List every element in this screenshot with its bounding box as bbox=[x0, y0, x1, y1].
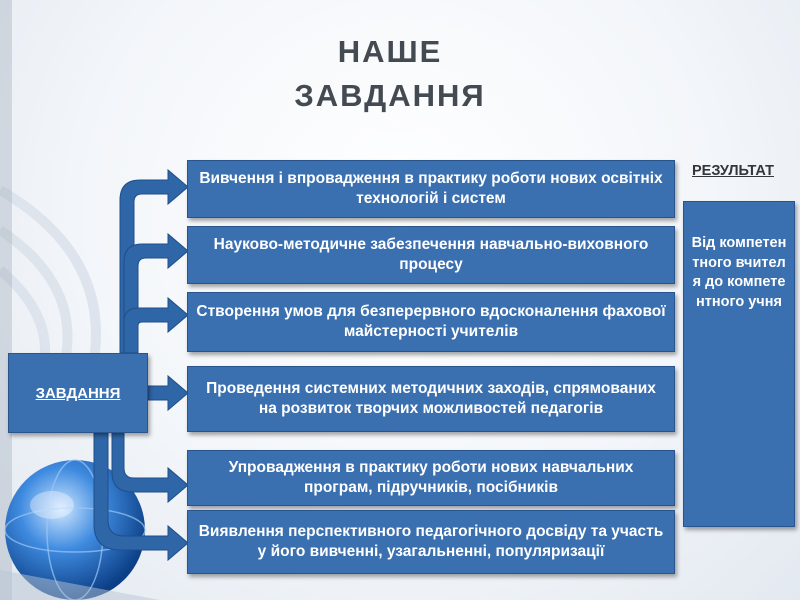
arrow-to-task-4 bbox=[147, 374, 189, 412]
task-box-6: Виявлення перспективного педагогічного д… bbox=[187, 510, 675, 574]
task-box-5: Упровадження в практику роботи нових нав… bbox=[187, 450, 675, 506]
task-box-4: Проведення системних методичних заходів,… bbox=[187, 366, 675, 432]
result-text: Від компетентного вчителя до компетентно… bbox=[691, 235, 787, 310]
arrow-to-task-6 bbox=[93, 432, 189, 562]
task-text-3: Створення умов для безперервного вдоскон… bbox=[196, 303, 666, 340]
task-text-2: Науково-методичне забезпечення навчально… bbox=[213, 236, 649, 273]
task-box-2: Науково-методичне забезпечення навчально… bbox=[187, 226, 675, 284]
arrow-to-task-5 bbox=[111, 432, 189, 504]
task-text-6: Виявлення перспективного педагогічного д… bbox=[198, 523, 664, 560]
main-tasks-box: ЗАВДАННЯ bbox=[8, 353, 148, 433]
task-text-1: Вивчення і впровадження в практику робот… bbox=[199, 170, 663, 207]
title-line-1: НАШЕ bbox=[337, 34, 443, 69]
title-line-2: ЗАВДАННЯ bbox=[294, 78, 486, 113]
arrow-to-task-3 bbox=[123, 296, 189, 354]
page-title: НАШЕ ЗАВДАННЯ bbox=[240, 30, 540, 118]
globe-icon bbox=[4, 459, 146, 600]
task-text-5: Упровадження в практику роботи нових нав… bbox=[228, 459, 634, 496]
result-box: Від компетентного вчителя до компетентно… bbox=[683, 201, 795, 527]
task-text-4: Проведення системних методичних заходів,… bbox=[206, 380, 656, 417]
task-box-1: Вивчення і впровадження в практику робот… bbox=[187, 160, 675, 218]
task-box-3: Створення умов для безперервного вдоскон… bbox=[187, 292, 675, 352]
arrow-to-task-2 bbox=[123, 232, 189, 354]
result-label: РЕЗУЛЬТАТ bbox=[692, 163, 775, 179]
main-tasks-label: ЗАВДАННЯ bbox=[35, 384, 121, 402]
